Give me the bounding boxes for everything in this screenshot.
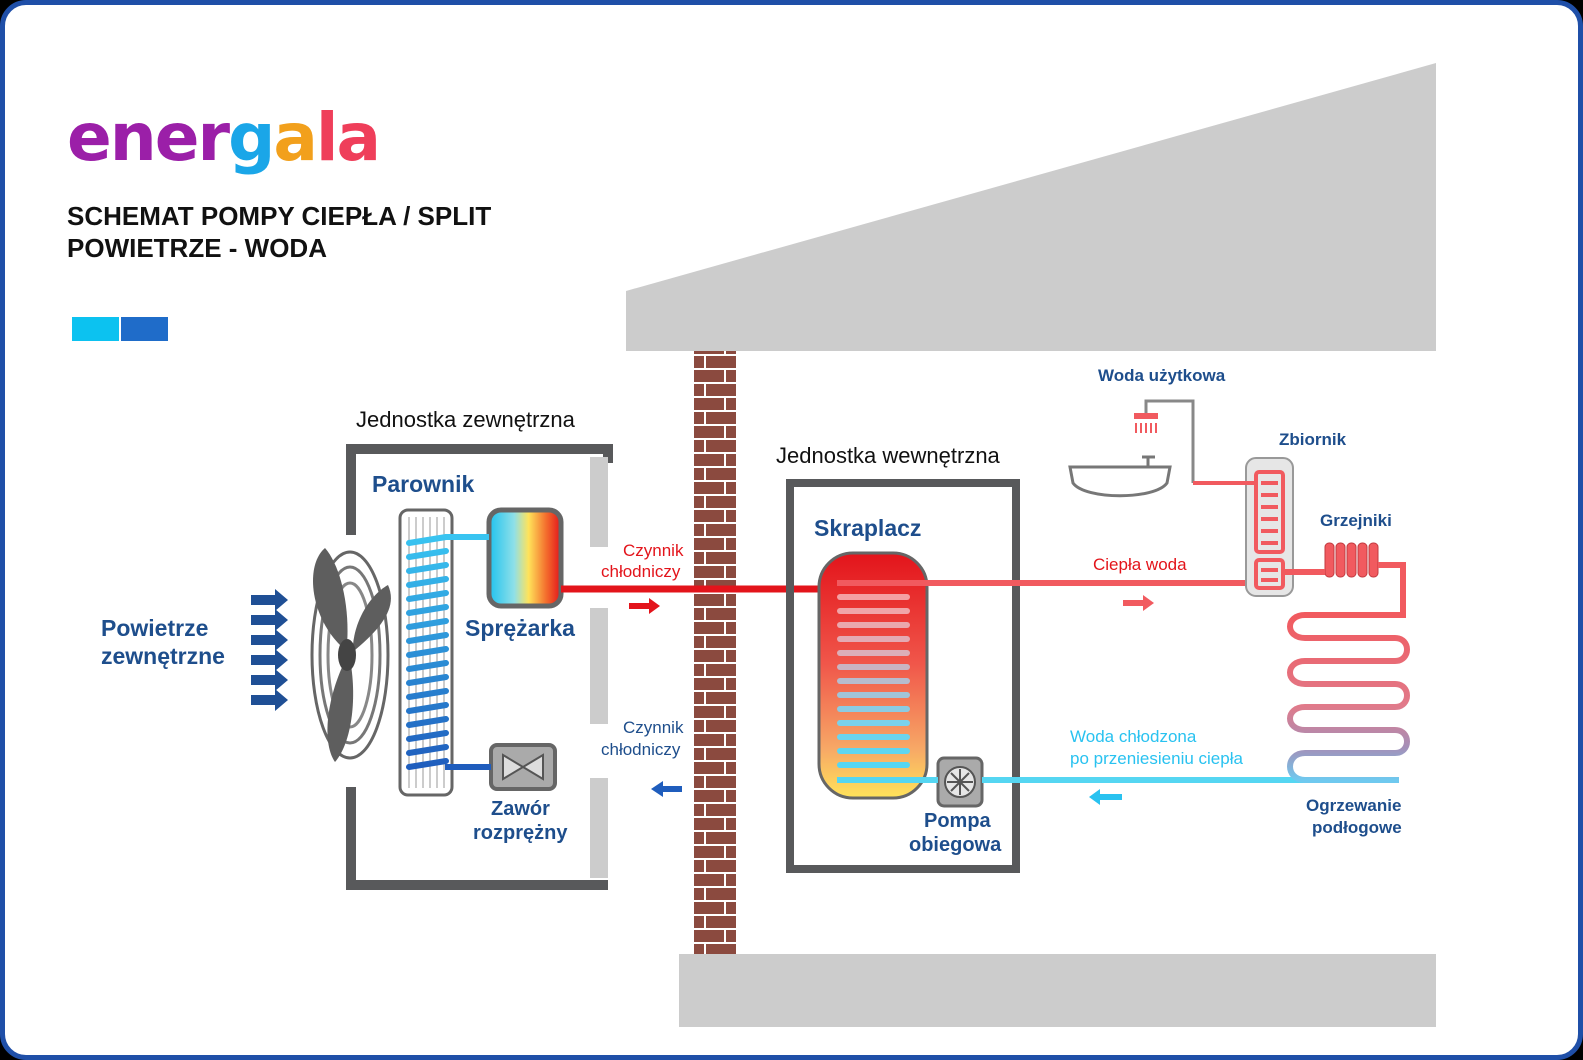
- air-flow-arrows: [251, 589, 288, 711]
- cold-flow-arrow: [651, 781, 682, 797]
- cold-refrigerant-line-1: Czynnik: [623, 718, 684, 737]
- roof: [626, 63, 1436, 351]
- floor-heating-icon: [1287, 612, 1410, 783]
- condenser-label: Skraplacz: [814, 515, 921, 541]
- pump-label-line-2: obiegowa: [909, 834, 1002, 856]
- outdoor-unit-side-top: [590, 457, 608, 547]
- tank-coil-top-turns: [1261, 481, 1278, 545]
- tank-coil-bottom-turns: [1261, 568, 1278, 582]
- valve-label-line-2: rozprężny: [473, 822, 568, 844]
- outdoor-unit-label: Jednostka zewnętrzna: [356, 407, 576, 432]
- heat-pump-diagram: energala SCHEMAT POMPY CIEPŁA / SPLIT PO…: [67, 63, 1436, 1027]
- outdoor-unit-side-bottom: [590, 778, 608, 878]
- hot-refrigerant-line-1: Czynnik: [623, 541, 684, 560]
- cooled-water-line-1: Woda chłodzona: [1070, 727, 1197, 746]
- hot-water-arrow: [1123, 595, 1154, 611]
- indoor-unit-frame: [786, 479, 1020, 873]
- indoor-unit-label: Jednostka wewnętrzna: [776, 443, 1001, 468]
- circulation-pump-icon: [936, 756, 984, 808]
- storage-tank: [1245, 457, 1294, 597]
- expansion-valve-icon: [489, 743, 557, 791]
- evaporator: [398, 508, 454, 797]
- shower-icon: [1134, 399, 1195, 483]
- tank-label: Zbiornik: [1279, 430, 1347, 449]
- cooled-water-line-2: po przeniesieniu ciepła: [1070, 749, 1243, 768]
- cold-refrigerant-line-2: chłodniczy: [601, 740, 681, 759]
- accent-bar-dark: [121, 317, 168, 341]
- outdoor-air-line-1: Powietrze: [101, 615, 208, 641]
- title-line-1: SCHEMAT POMPY CIEPŁA / SPLIT: [67, 201, 491, 231]
- title-line-2: POWIETRZE - WODA: [67, 233, 327, 263]
- floor-heating-line-2: podłogowe: [1312, 818, 1402, 837]
- fan-icon: [310, 548, 391, 762]
- outdoor-unit-side-mid: [590, 608, 608, 724]
- brick-wall: [694, 351, 736, 954]
- sink-icon: [1068, 455, 1172, 498]
- energala-logo: energala: [67, 99, 379, 176]
- valve-label-line-1: Zawór: [491, 798, 550, 820]
- radiator-icon: [1324, 542, 1379, 578]
- pump-label-line-1: Pompa: [924, 810, 992, 832]
- hot-water-label: Ciepła woda: [1093, 555, 1187, 574]
- compressor: [486, 507, 564, 609]
- compressor-label: Sprężarka: [465, 615, 575, 641]
- hot-refrigerant-line-2: chłodniczy: [601, 562, 681, 581]
- outdoor-unit-frame: [346, 444, 613, 890]
- radiators-label: Grzejniki: [1320, 511, 1392, 530]
- evaporator-label: Parownik: [372, 471, 474, 497]
- hot-flow-arrow: [629, 598, 660, 614]
- floor-slab: [679, 954, 1436, 1027]
- floor-heating-line-1: Ogrzewanie: [1306, 796, 1401, 815]
- pipe-radiator-to-floor: [1305, 562, 1406, 618]
- condenser-tank: [817, 551, 929, 800]
- cooled-water-arrow: [1089, 789, 1122, 805]
- domestic-water-label: Woda użytkowa: [1098, 366, 1226, 385]
- accent-bar-light: [72, 317, 119, 341]
- outdoor-air-line-2: zewnętrzne: [101, 643, 225, 669]
- tank-coil-top: [1254, 470, 1285, 554]
